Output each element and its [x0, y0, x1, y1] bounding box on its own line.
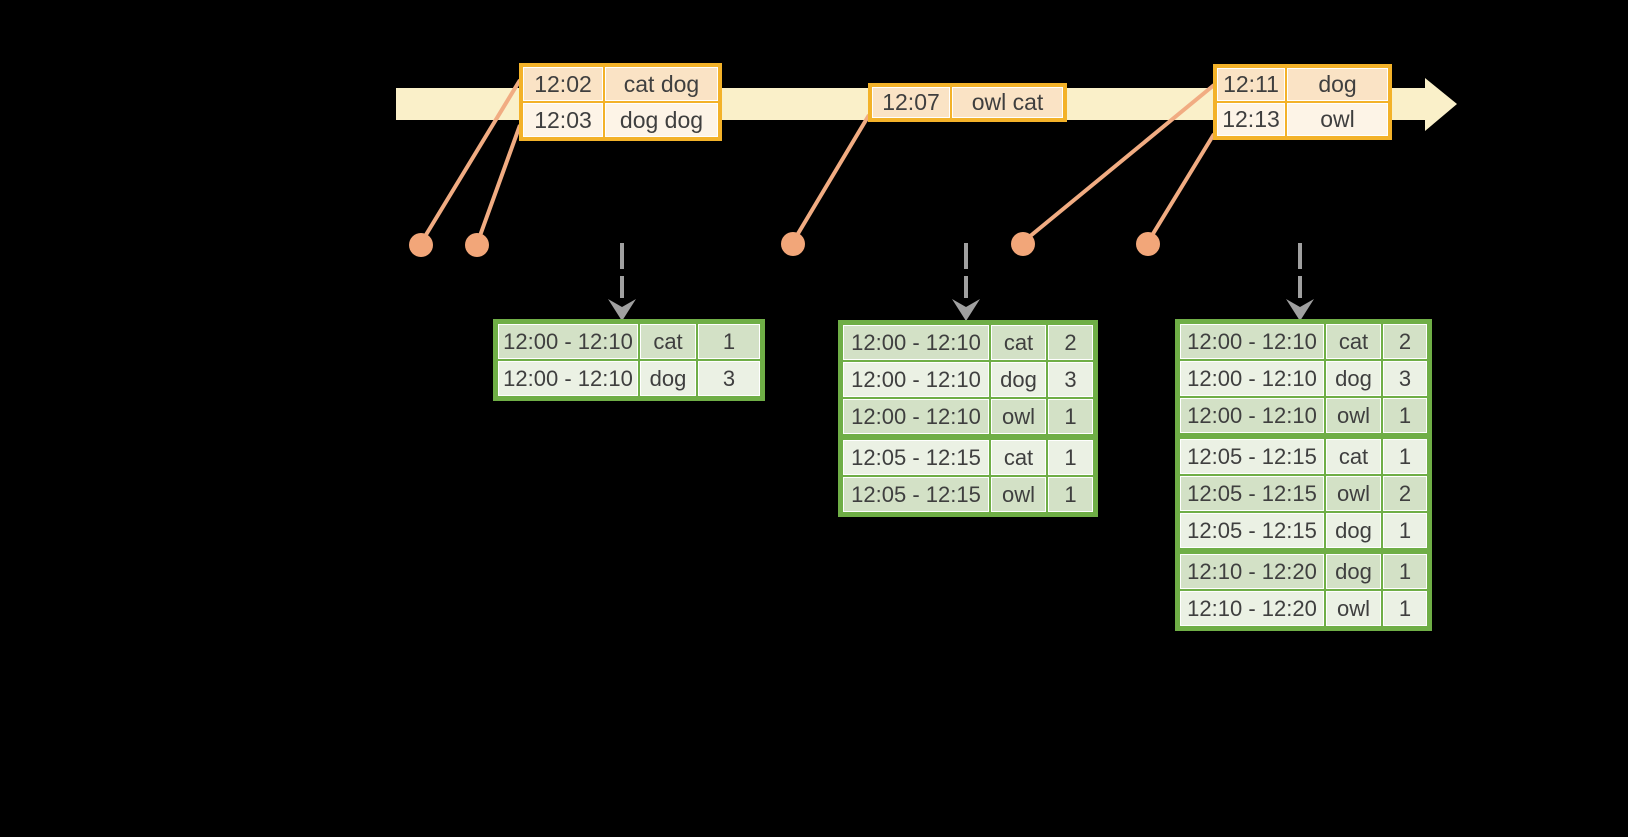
result-row: 12:00 - 12:10 dog 3 [498, 361, 760, 396]
word-cell: dog [991, 362, 1046, 397]
event-time-cell: 12:03 [523, 103, 603, 137]
window-cell: 12:00 - 12:10 [1180, 398, 1324, 433]
count-cell: 1 [1048, 440, 1093, 475]
result-row: 12:00 - 12:10 dog 3 [1180, 361, 1427, 396]
event-connector-line [1021, 83, 1216, 244]
count-cell: 3 [1048, 362, 1093, 397]
result-row: 12:05 - 12:15 cat 1 [1180, 439, 1427, 474]
event-time-cell: 12:11 [1217, 68, 1285, 101]
event-time-cell: 12:07 [872, 87, 950, 118]
word-cell: cat [640, 324, 696, 359]
count-cell: 2 [1048, 325, 1093, 360]
count-cell: 1 [1048, 399, 1093, 434]
event-table-3: 12:11 dog 12:13 owl [1213, 64, 1392, 140]
result-row: 12:00 - 12:10 owl 1 [1180, 398, 1427, 433]
window-cell: 12:00 - 12:10 [498, 361, 638, 396]
event-row: 12:13 owl [1217, 103, 1388, 136]
window-cell: 12:00 - 12:10 [498, 324, 638, 359]
word-cell: dog [1326, 513, 1381, 548]
trigger-arrow-icon [1286, 243, 1314, 321]
result-row: 12:05 - 12:15 owl 2 [1180, 476, 1427, 511]
result-row: 12:00 - 12:10 cat 2 [1180, 324, 1427, 359]
word-cell: dog [1326, 361, 1381, 396]
event-words-cell: dog [1287, 68, 1388, 101]
word-cell: cat [991, 440, 1046, 475]
word-cell: owl [991, 477, 1046, 512]
window-cell: 12:00 - 12:10 [843, 362, 989, 397]
window-cell: 12:00 - 12:10 [1180, 324, 1324, 359]
result-row: 12:00 - 12:10 dog 3 [843, 362, 1093, 397]
word-cell: owl [1326, 591, 1381, 626]
word-cell: owl [1326, 398, 1381, 433]
result-table-3: 12:00 - 12:10 cat 2 12:00 - 12:10 dog 3 … [1175, 319, 1432, 631]
word-cell: dog [640, 361, 696, 396]
window-cell: 12:05 - 12:15 [1180, 513, 1324, 548]
count-cell: 3 [1383, 361, 1427, 396]
event-marker-dot [1136, 232, 1160, 256]
count-cell: 1 [1383, 398, 1427, 433]
result-row: 12:05 - 12:15 owl 1 [843, 477, 1093, 512]
window-cell: 12:00 - 12:10 [1180, 361, 1324, 396]
count-cell: 1 [1383, 513, 1427, 548]
result-table-1: 12:00 - 12:10 cat 1 12:00 - 12:10 dog 3 [493, 319, 765, 401]
word-cell: dog [1326, 554, 1381, 589]
result-row: 12:05 - 12:15 dog 1 [1180, 513, 1427, 548]
event-row: 12:11 dog [1217, 68, 1388, 101]
event-words-cell: cat dog [605, 67, 718, 101]
event-marker-dot [409, 233, 433, 257]
count-cell: 1 [1383, 554, 1427, 589]
event-table-2: 12:07 owl cat [868, 83, 1067, 122]
event-connector-line [475, 124, 522, 245]
event-marker-dot [781, 232, 805, 256]
word-cell: owl [991, 399, 1046, 434]
window-cell: 12:10 - 12:20 [1180, 591, 1324, 626]
result-table-2: 12:00 - 12:10 cat 2 12:00 - 12:10 dog 3 … [838, 320, 1098, 517]
count-cell: 1 [1048, 477, 1093, 512]
timeline-arrowhead-icon [1425, 78, 1457, 131]
count-cell: 2 [1383, 324, 1427, 359]
window-cell: 12:05 - 12:15 [843, 440, 989, 475]
event-connector-line [419, 78, 522, 245]
count-cell: 3 [698, 361, 760, 396]
word-cell: cat [991, 325, 1046, 360]
count-cell: 1 [1383, 439, 1427, 474]
result-row: 12:00 - 12:10 owl 1 [843, 399, 1093, 434]
event-row: 12:02 cat dog [523, 67, 718, 101]
word-cell: cat [1326, 324, 1381, 359]
window-cell: 12:00 - 12:10 [843, 325, 989, 360]
trigger-arrow-icon [608, 243, 636, 321]
result-row: 12:10 - 12:20 dog 1 [1180, 554, 1427, 589]
event-words-cell: dog dog [605, 103, 718, 137]
event-table-1: 12:02 cat dog 12:03 dog dog [519, 63, 722, 141]
event-row: 12:03 dog dog [523, 103, 718, 137]
event-row: 12:07 owl cat [872, 87, 1063, 118]
window-cell: 12:05 - 12:15 [1180, 439, 1324, 474]
word-cell: owl [1326, 476, 1381, 511]
word-cell: cat [1326, 439, 1381, 474]
result-row: 12:05 - 12:15 cat 1 [843, 440, 1093, 475]
event-marker-dot [1011, 232, 1035, 256]
event-connector-line [1146, 132, 1216, 244]
event-time-cell: 12:02 [523, 67, 603, 101]
event-words-cell: owl [1287, 103, 1388, 136]
count-cell: 2 [1383, 476, 1427, 511]
event-time-cell: 12:13 [1217, 103, 1285, 136]
event-connector-line [791, 113, 871, 244]
event-words-cell: owl cat [952, 87, 1063, 118]
count-cell: 1 [1383, 591, 1427, 626]
window-cell: 12:10 - 12:20 [1180, 554, 1324, 589]
window-cell: 12:00 - 12:10 [843, 399, 989, 434]
result-row: 12:00 - 12:10 cat 2 [843, 325, 1093, 360]
result-row: 12:10 - 12:20 owl 1 [1180, 591, 1427, 626]
count-cell: 1 [698, 324, 760, 359]
window-cell: 12:05 - 12:15 [843, 477, 989, 512]
result-row: 12:00 - 12:10 cat 1 [498, 324, 760, 359]
trigger-arrow-icon [952, 243, 980, 321]
window-cell: 12:05 - 12:15 [1180, 476, 1324, 511]
event-marker-dot [465, 233, 489, 257]
